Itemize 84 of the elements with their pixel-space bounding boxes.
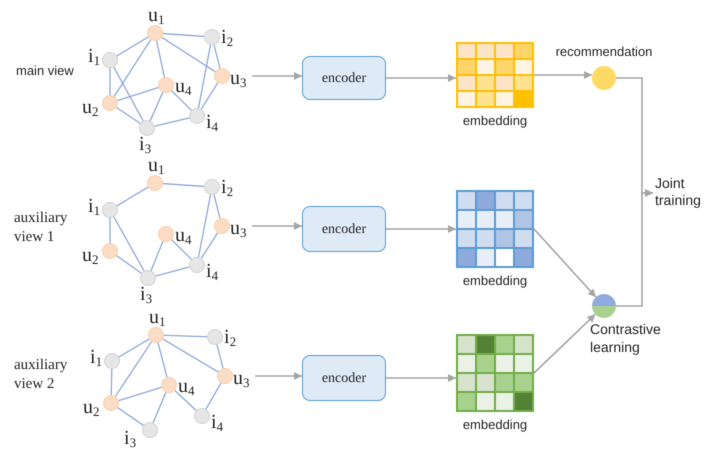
graph-edge	[114, 39, 152, 97]
arrow	[386, 374, 456, 382]
arrow	[386, 74, 456, 82]
arrow	[534, 71, 592, 79]
graph-edge	[150, 241, 164, 271]
node-label: u$_{3}$	[230, 218, 246, 238]
graph-edge	[161, 36, 216, 72]
node-label: embedding	[462, 416, 528, 434]
graph-edge	[109, 68, 111, 95]
node-label: u$_{1}$	[148, 155, 164, 175]
node-label: u$_{4}$	[178, 376, 194, 396]
arrow	[533, 228, 597, 298]
graph-edge	[162, 32, 204, 38]
encoder-box: encoder	[302, 355, 386, 401]
view-label: main view	[16, 62, 75, 80]
graph-edge	[118, 386, 162, 402]
graph-edge	[117, 407, 144, 426]
arrow	[533, 314, 596, 374]
node-label: i$_{1}$	[88, 196, 100, 216]
view-label: auxiliary view 2	[14, 356, 68, 394]
graph-edge	[198, 44, 212, 108]
encoder-box: encoder	[302, 206, 386, 252]
graph-edge	[157, 342, 168, 378]
graph-edge	[200, 232, 218, 259]
node-label: i$_{1}$	[90, 347, 102, 367]
arrow	[616, 189, 653, 307]
node-label: i$_{4}$	[206, 112, 218, 132]
node-label: recommendation	[556, 43, 652, 60]
node-label: u$_{1}$	[148, 5, 164, 25]
node-label: i$_{4}$	[211, 412, 224, 432]
graph-edge	[116, 255, 142, 274]
graph-edge	[162, 338, 218, 372]
node-label: u$_{2}$	[82, 97, 98, 117]
graph-edge	[109, 218, 111, 243]
node-label: Joint training	[655, 175, 711, 209]
node-label: u$_{4}$	[175, 225, 192, 245]
node-label: i$_{2}$	[224, 327, 236, 347]
graph-edge	[164, 334, 208, 338]
node-label: Contrastive learning	[590, 320, 662, 356]
graph-edge	[114, 341, 152, 397]
node-label: i$_{2}$	[221, 27, 234, 47]
graph-edge	[116, 106, 141, 124]
node-label: i$_{2}$	[221, 177, 234, 197]
node-label: i$_{1}$	[88, 46, 100, 66]
node-label: u$_{3}$	[230, 68, 246, 88]
graph-edge	[154, 117, 190, 127]
node-label: embedding	[462, 272, 528, 290]
graph-edge	[113, 216, 145, 272]
graph-edge	[113, 66, 144, 122]
graph-edge	[174, 390, 197, 411]
arrow	[255, 372, 302, 380]
graph-edge	[213, 194, 221, 218]
encoder-box: encoder	[302, 56, 386, 100]
graph-edge	[198, 194, 212, 258]
graph-edge	[110, 368, 112, 396]
graph-edge	[162, 182, 204, 188]
node-label: u$_{3}$	[233, 368, 250, 388]
graph-edge	[118, 338, 150, 358]
node-label: u$_{2}$	[83, 397, 100, 417]
node-label: u$_{1}$	[149, 307, 166, 327]
node-label: i$_{3}$	[140, 284, 152, 304]
view-label: auxiliary view 1	[14, 209, 68, 247]
arrow	[252, 72, 302, 80]
node-label: i$_{4}$	[206, 261, 218, 281]
graph-edge	[200, 82, 218, 110]
node-label: i$_{3}$	[124, 428, 136, 448]
graph-edge	[156, 40, 165, 78]
graph-edge	[213, 44, 221, 68]
node-label: i$_{3}$	[139, 134, 152, 154]
graph-edge	[171, 239, 192, 260]
graph-edge	[156, 266, 190, 277]
graph-edge	[116, 36, 148, 56]
graph-edge	[152, 392, 166, 423]
node-label: u$_{2}$	[82, 245, 98, 265]
graph-edge	[150, 92, 164, 121]
arrow	[386, 225, 456, 233]
graph-edge	[205, 382, 222, 410]
node-label: embedding	[462, 112, 528, 130]
graph-edge	[171, 90, 192, 111]
graph-edge	[216, 344, 224, 368]
graph-edge	[117, 86, 159, 102]
node-label: u$_{4}$	[175, 76, 192, 96]
graph-edge	[116, 186, 148, 206]
arrow	[252, 222, 302, 230]
